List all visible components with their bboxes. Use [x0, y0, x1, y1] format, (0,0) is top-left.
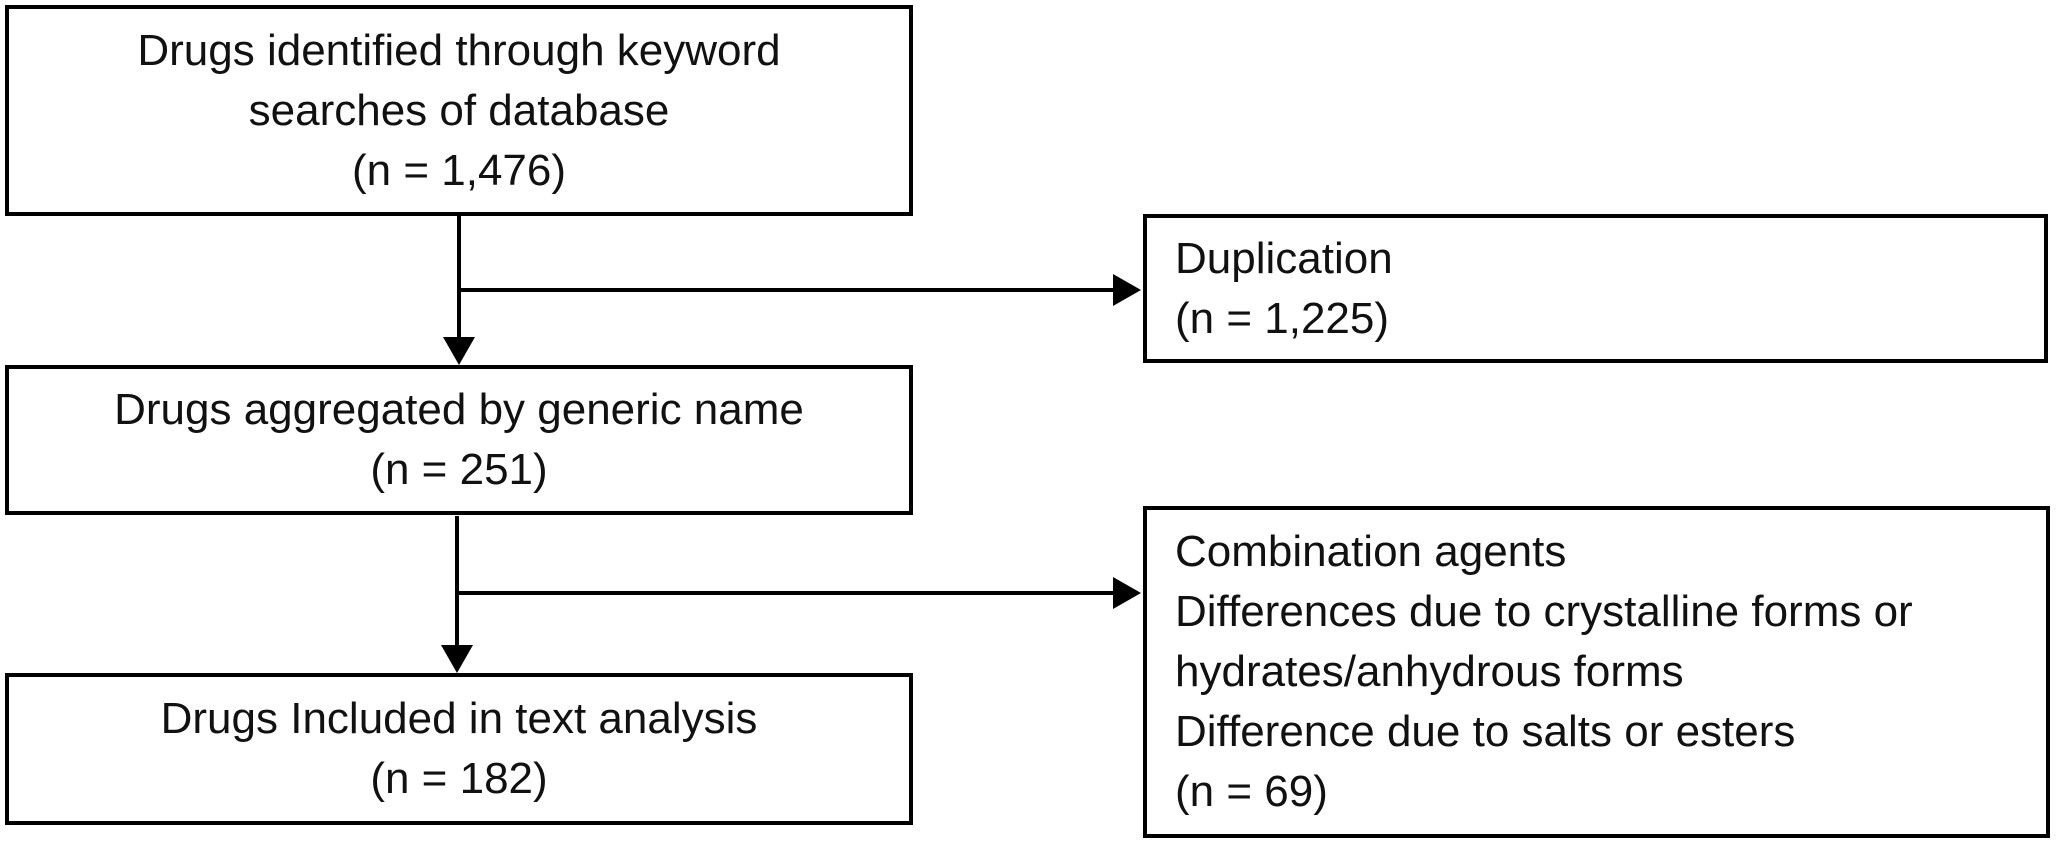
node-duplication-line-1: Duplication	[1175, 233, 1393, 283]
node-exclusion-line-2: Differences due to crystalline forms or	[1175, 587, 1913, 636]
node-exclusion-line-1: Combination agents	[1175, 527, 1567, 576]
node-drugs-identified-count: (n = 1,476)	[351, 145, 567, 195]
connector-aggregated-to-included	[455, 516, 459, 646]
node-drugs-included-line-1: Drugs Included in text analysis	[160, 694, 758, 743]
node-drugs-included-count: (n = 182)	[370, 754, 548, 803]
node-duplication: Duplication (n = 1,225)	[1143, 214, 2048, 363]
connector-to-duplication	[459, 288, 1113, 292]
node-drugs-included: Drugs Included in text analysis (n = 182…	[5, 673, 913, 825]
connector-identified-to-aggregated	[457, 216, 461, 338]
node-drugs-aggregated-count: (n = 251)	[370, 445, 548, 494]
node-drugs-identified-line-1: Drugs identified through keyword	[137, 25, 781, 75]
node-exclusion-line-4: Difference due to salts or esters	[1175, 707, 1796, 756]
connector-to-exclusion	[457, 591, 1113, 595]
node-exclusion-count: (n = 69)	[1175, 767, 1328, 816]
arrow-right-icon	[1113, 577, 1141, 609]
arrow-right-icon	[1113, 274, 1141, 306]
node-drugs-aggregated-line-1: Drugs aggregated by generic name	[114, 385, 804, 434]
arrow-down-icon	[443, 337, 475, 365]
node-drugs-aggregated: Drugs aggregated by generic name (n = 25…	[5, 365, 913, 515]
node-drugs-identified-line-2: searches of database	[248, 85, 670, 135]
node-duplication-count: (n = 1,225)	[1175, 293, 1390, 343]
node-drugs-identified: Drugs identified through keyword searche…	[5, 5, 913, 216]
arrow-down-icon	[441, 645, 473, 673]
node-exclusion-reasons: Combination agents Differences due to cr…	[1143, 506, 2050, 838]
node-exclusion-line-3: hydrates/anhydrous forms	[1175, 647, 1684, 696]
